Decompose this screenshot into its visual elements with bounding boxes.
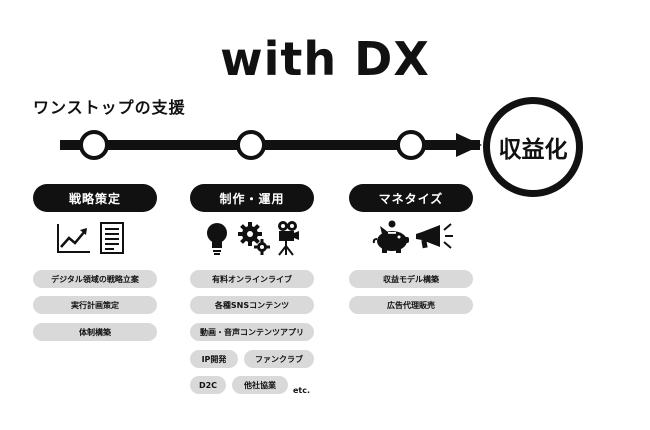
timeline-line <box>60 140 480 150</box>
gears-icon <box>238 222 270 255</box>
goal-label: 収益化 <box>498 137 568 163</box>
timeline-node-production <box>236 130 266 160</box>
list-item: D2C <box>190 376 226 394</box>
list-item: 各種SNSコンテンツ <box>190 296 314 314</box>
phase-monetize: マネタイズ <box>349 184 473 212</box>
etc-label: etc. <box>293 386 311 395</box>
megaphone-icon <box>416 223 453 249</box>
video-camera-icon <box>278 221 299 256</box>
phase-production: 制作・運用 <box>190 184 314 212</box>
subtitle: ワンストップの支援 <box>33 98 186 117</box>
timeline-node-monetize <box>396 130 426 160</box>
list-item: ファンクラブ <box>244 350 314 368</box>
list-item: 他社協業 <box>232 376 288 394</box>
list-item: 広告代理販売 <box>349 296 473 314</box>
list-item: IP開発 <box>190 350 238 368</box>
list-item: 実行計画策定 <box>33 296 157 314</box>
page-title: with DX <box>220 32 430 86</box>
goal-circle: 収益化 <box>483 97 583 197</box>
lightbulb-icon <box>207 223 227 255</box>
timeline-arrow-head <box>456 133 482 157</box>
piggy-bank-icon <box>372 220 409 253</box>
list-item: 体制構築 <box>33 323 157 341</box>
phase-strategy: 戦略策定 <box>33 184 157 212</box>
line-chart-icon <box>57 224 90 253</box>
list-item: 収益モデル構築 <box>349 270 473 288</box>
document-icon <box>100 222 124 254</box>
list-item: 有料オンラインライブ <box>190 270 314 288</box>
list-item: デジタル領域の戦略立案 <box>33 270 157 288</box>
timeline-node-strategy <box>79 130 109 160</box>
list-item: 動画・音声コンテンツアプリ <box>190 323 314 341</box>
